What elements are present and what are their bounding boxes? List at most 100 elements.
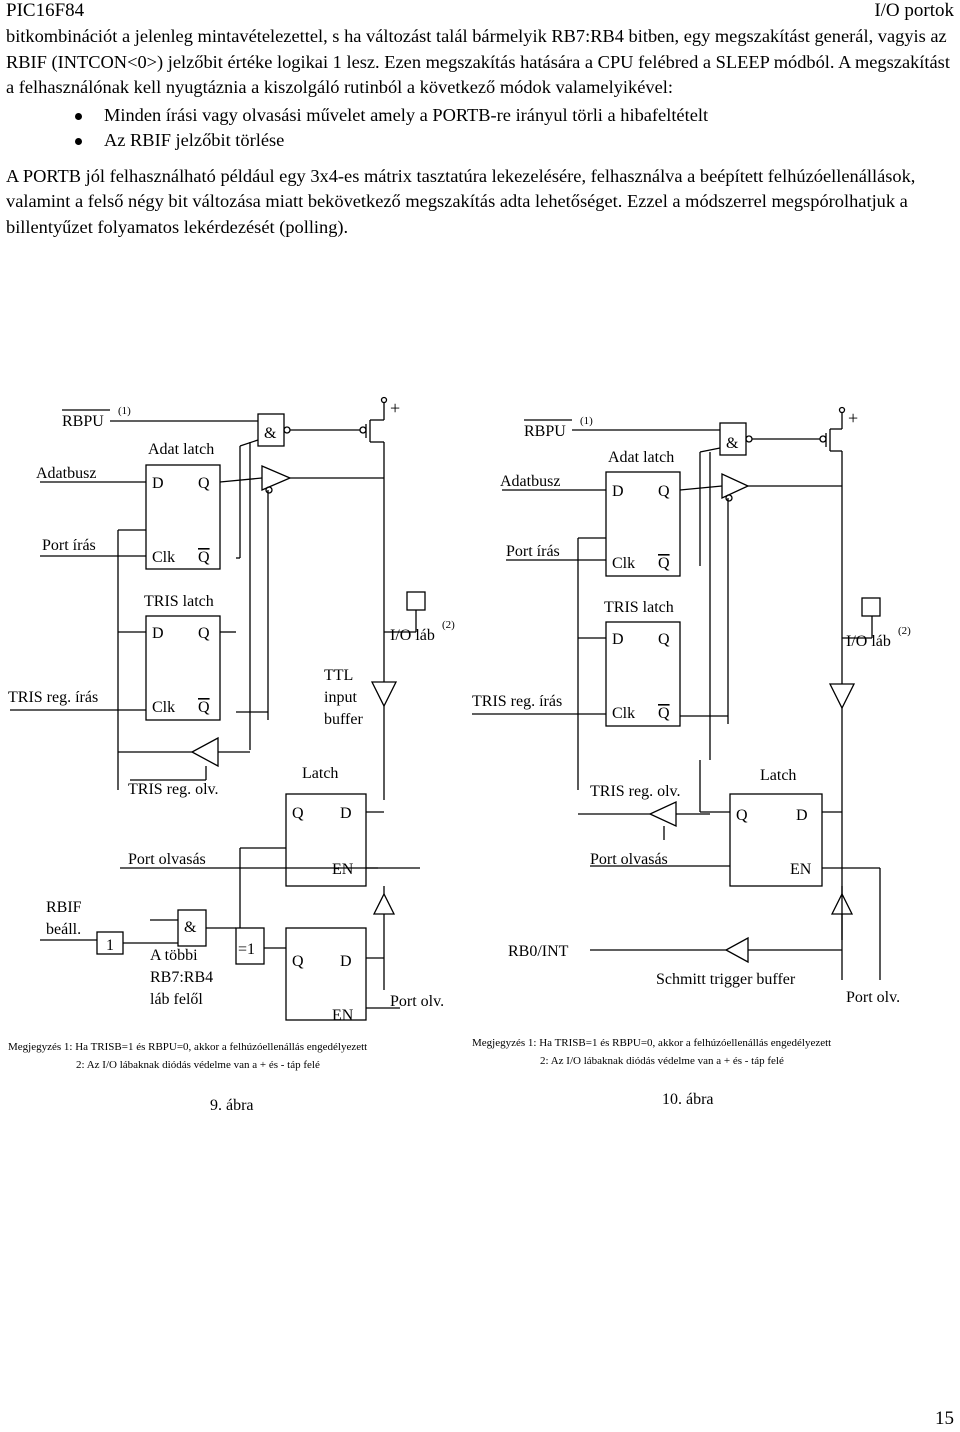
circuit-diagrams: RBPU (1) & + Adat latch Adatbusz D Q Por… <box>8 396 911 1114</box>
paragraph-2: A PORTB jól felhasználható például egy 3… <box>6 165 916 237</box>
label-q-bar: Q <box>658 705 670 722</box>
label-port-olvasas: Port olvasás <box>590 851 668 868</box>
label-one: 1 <box>106 937 114 954</box>
figure-9-diagram <box>10 396 426 1021</box>
label-adatbusz: Adatbusz <box>36 465 96 482</box>
label-d: D <box>152 475 164 492</box>
label-port-olv: Port olv. <box>846 989 900 1006</box>
data-latch <box>605 471 681 577</box>
bullet-text: Minden írási vagy olvasási művelet amely… <box>104 104 709 125</box>
label-and: & <box>184 919 197 936</box>
label-rbpu: RBPU <box>62 413 104 430</box>
label-tris-latch: TRIS latch <box>604 599 674 616</box>
paragraph-1: bitkombinációt a jelenleg mintavételezet… <box>6 26 950 97</box>
label-tris-latch: TRIS latch <box>144 593 214 610</box>
label-clk: Clk <box>612 555 635 572</box>
label-beall: beáll. <box>46 921 81 938</box>
label-latch: Latch <box>760 767 796 784</box>
body-text: bitkombinációt a jelenleg mintavételezet… <box>6 24 954 240</box>
label-xor: =1 <box>238 941 255 958</box>
bullet-icon <box>75 112 82 120</box>
label-q: Q <box>658 483 670 500</box>
label-ttl: TTL <box>324 667 353 684</box>
label-note2: 2: Az I/O lábaknak diódás védelme van a … <box>540 1055 784 1067</box>
label-note1: Megjegyzés 1: Ha TRISB=1 és RBPU=0, akko… <box>8 1041 367 1053</box>
label-and: & <box>726 435 739 452</box>
label-plus: + <box>390 398 400 418</box>
label-en: EN <box>790 861 812 878</box>
label-tris-reg-olv: TRIS reg. olv. <box>590 783 681 800</box>
inverter-bubble <box>283 426 291 434</box>
header-chip-name: PIC16F84 <box>6 0 85 21</box>
label-port-olvasas: Port olvasás <box>128 851 206 868</box>
label-en: EN <box>332 861 354 878</box>
rb-latch <box>729 793 823 887</box>
data-latch <box>145 464 221 570</box>
label-tris-reg-iras: TRIS reg. írás <box>8 689 98 706</box>
label-lab-felol: láb felől <box>150 991 203 1008</box>
label-en: EN <box>332 1007 354 1024</box>
label-port-olv: Port olv. <box>390 993 444 1010</box>
label-clk: Clk <box>152 549 175 566</box>
label-q: Q <box>198 625 210 642</box>
label-input: input <box>324 689 357 706</box>
label-d: D <box>152 625 164 642</box>
label-d: D <box>796 807 808 824</box>
label-q: Q <box>658 631 670 648</box>
label-q: Q <box>292 953 304 970</box>
figure-10-diagram <box>472 406 881 980</box>
label-rbpu-note: (1) <box>580 415 593 427</box>
label-d: D <box>612 631 624 648</box>
label-d: D <box>612 483 624 500</box>
header-section-title: I/O portok <box>874 0 954 21</box>
label-q: Q <box>292 805 304 822</box>
io-pin <box>406 591 426 611</box>
label-rbpu-note: (1) <box>118 405 131 417</box>
label-schmitt: Schmitt trigger buffer <box>656 971 796 988</box>
label-rbpu: RBPU <box>524 423 566 440</box>
bullet-icon <box>75 138 82 145</box>
label-io-note: (2) <box>898 625 911 637</box>
label-io-lab: I/O láb <box>390 627 435 644</box>
tris-latch <box>605 621 681 727</box>
label-a-tobbi: A többi <box>150 947 198 964</box>
label-adatbusz: Adatbusz <box>500 473 560 490</box>
io-pin <box>861 597 881 617</box>
tris-latch <box>145 615 221 721</box>
rb-latch <box>285 793 367 887</box>
page-number: 15 <box>935 1408 954 1429</box>
label-clk: Clk <box>612 705 635 722</box>
ttl-buffer <box>370 681 398 708</box>
change-latch <box>285 927 367 1021</box>
label-d: D <box>340 953 352 970</box>
bullet-item: Minden írási vagy olvasási művelet amely… <box>6 103 954 129</box>
figure-10-caption: 10. ábra <box>662 1091 714 1108</box>
label-note1: Megjegyzés 1: Ha TRISB=1 és RBPU=0, akko… <box>472 1037 831 1049</box>
schmitt-trigger <box>724 936 749 964</box>
label-rb0int: RB0/INT <box>508 943 569 960</box>
label-note2: 2: Az I/O lábaknak diódás védelme van a … <box>76 1059 320 1071</box>
bullet-list: Minden írási vagy olvasási művelet amely… <box>6 103 954 154</box>
label-port-iras: Port írás <box>42 537 96 554</box>
label-adat-latch: Adat latch <box>608 449 674 466</box>
label-adat-latch: Adat latch <box>148 441 214 458</box>
label-rbif: RBIF <box>46 899 82 916</box>
label-d: D <box>340 805 352 822</box>
label-and: & <box>264 425 277 442</box>
bullet-item: Az RBIF jelzőbit törlése <box>6 128 954 154</box>
figure-9-caption: 9. ábra <box>210 1097 254 1114</box>
label-q-bar: Q <box>198 699 210 716</box>
xor-gate <box>235 927 265 965</box>
label-tris-reg-olv: TRIS reg. olv. <box>128 781 219 798</box>
label-io-note: (2) <box>442 619 455 631</box>
label-buffer: buffer <box>324 711 363 728</box>
label-plus: + <box>848 408 858 428</box>
label-latch: Latch <box>302 765 338 782</box>
label-io-lab: I/O láb <box>846 633 891 650</box>
label-q-bar: Q <box>198 549 210 566</box>
label-q: Q <box>198 475 210 492</box>
bullet-text: Az RBIF jelzőbit törlése <box>104 130 285 150</box>
label-tris-reg-iras: TRIS reg. írás <box>472 693 562 710</box>
label-clk: Clk <box>152 699 175 716</box>
label-q: Q <box>736 807 748 824</box>
